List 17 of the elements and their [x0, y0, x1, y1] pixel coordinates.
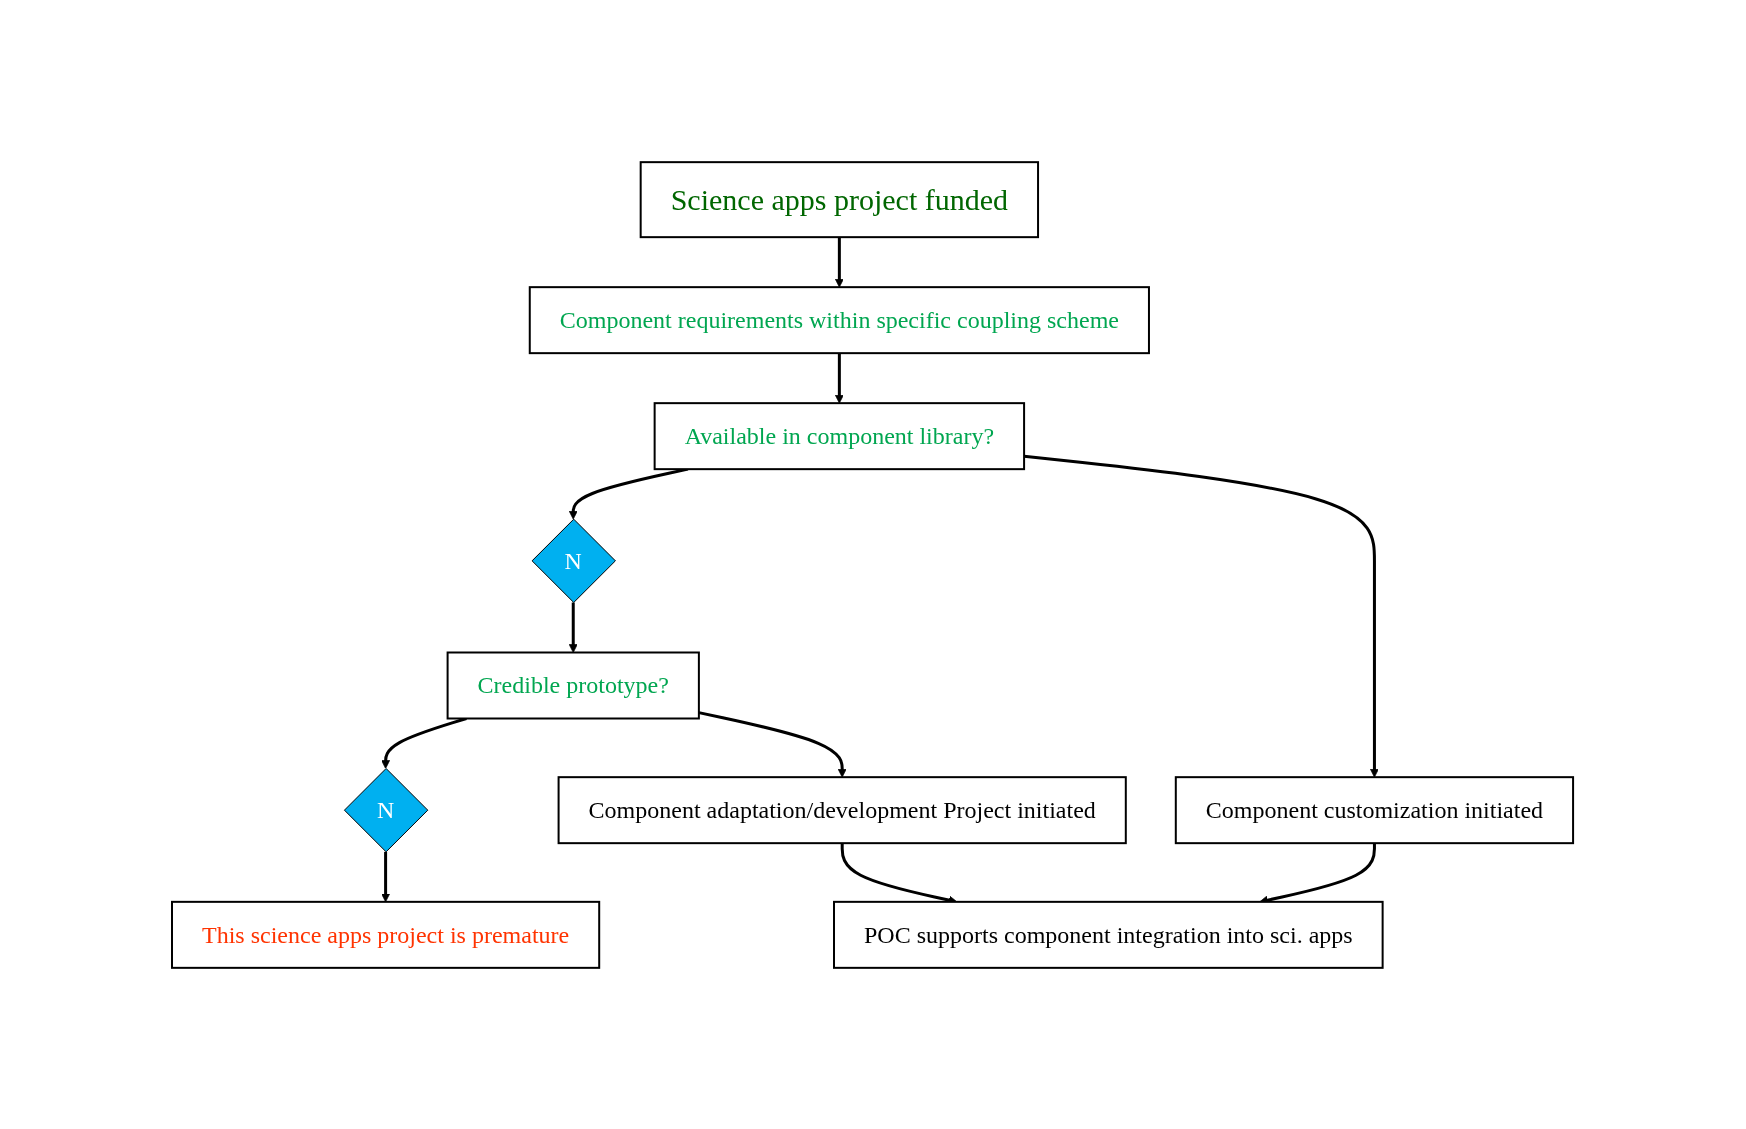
arrow [835, 352, 845, 404]
node-box: This science apps project is premature [171, 900, 601, 969]
arrow [381, 851, 391, 902]
arrow [569, 467, 689, 520]
node-box: Component adaptation/development Project initiated [558, 775, 1128, 844]
node-diamond: N [532, 518, 617, 603]
node-box: POC supports component integration into sci. apps [833, 900, 1385, 969]
arrow [569, 602, 579, 653]
arrow [835, 236, 845, 288]
node-box: Available in component library? [654, 401, 1026, 470]
arrow [1024, 454, 1380, 778]
node-box: Science apps project funded [640, 160, 1040, 238]
node-box: Component customization initiated [1175, 775, 1575, 844]
arrow [699, 710, 848, 778]
node-box: Credible prototype? [447, 651, 701, 719]
node-box: Component requirements within specific coupling scheme [529, 285, 1151, 354]
node-diamond: N [344, 767, 429, 852]
